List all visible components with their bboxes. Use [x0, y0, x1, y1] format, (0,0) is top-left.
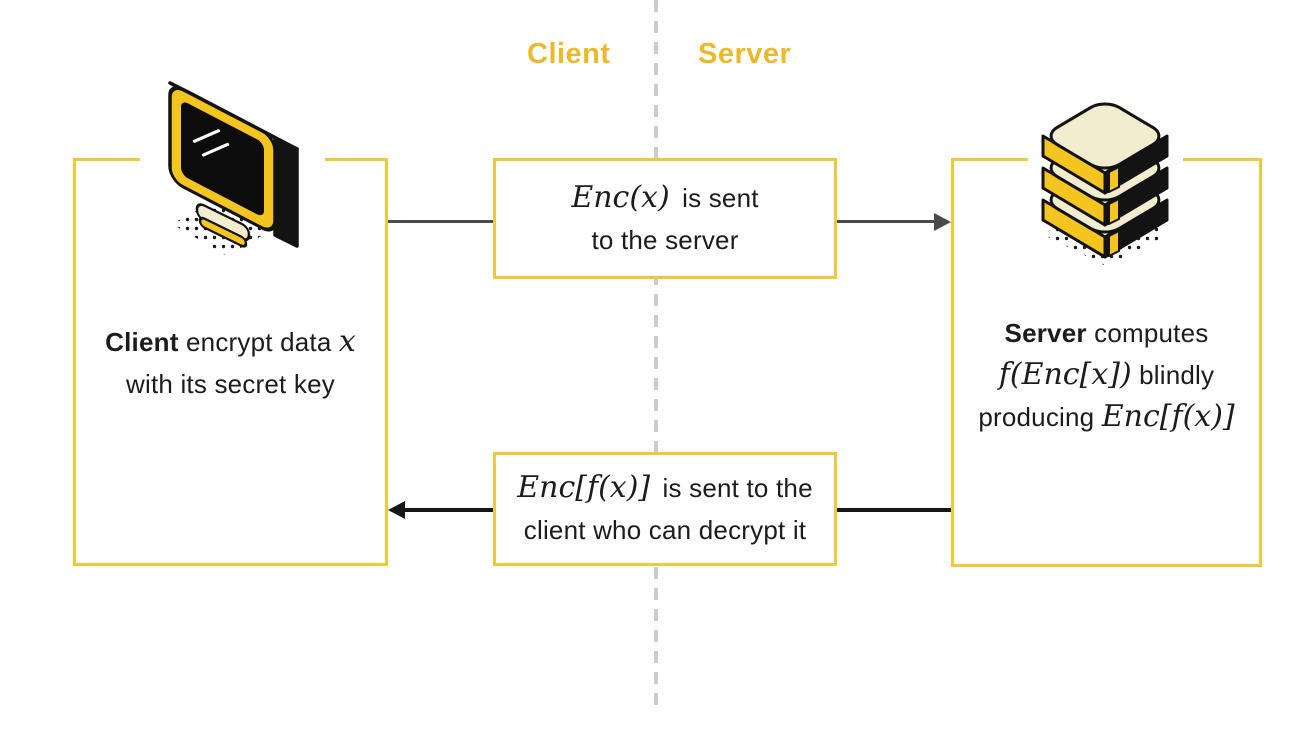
arrow-server-to-bottombox-line [837, 508, 951, 512]
bottom-message-text: Enc[f(x)] is sent to the client who can … [496, 467, 834, 551]
client-box-bold-word: Client [105, 327, 179, 357]
server-box-line2-text: blindly [1131, 360, 1215, 390]
arrow-bottombox-to-client-head [388, 501, 405, 519]
server-box-line1: Server computes [954, 313, 1259, 354]
column-label-server: Server [698, 38, 792, 70]
client-box-math-x: x [338, 324, 356, 359]
bottom-message-line1: Enc[f(x)] is sent to the [496, 467, 834, 509]
arrow-topbox-to-server-head [934, 213, 951, 231]
database-stack-icon [1028, 92, 1183, 270]
computer-monitor-icon [140, 64, 325, 262]
bottom-message-line2: client who can decrypt it [523, 515, 807, 545]
server-box-line3: producing Enc[f(x)] [954, 396, 1259, 438]
monitor-side-depth [273, 136, 299, 248]
monitor-stand [195, 203, 251, 248]
top-message-math: Enc(x) [571, 179, 670, 215]
client-box-line2: with its secret key [126, 369, 335, 399]
client-box-line1: Client encrypt data x [76, 321, 385, 363]
client-box-line1-text: encrypt data [178, 327, 339, 357]
client-box-text: Client encrypt data x with its secret ke… [76, 321, 385, 405]
top-message-line1-text: is sent [674, 182, 759, 213]
server-box-text: Server computes f(Enc[x]) blindly produc… [954, 313, 1259, 438]
client-server-divider-line [654, 0, 658, 712]
screen-reflection-lines [192, 129, 230, 157]
top-message-line1: Enc(x) is sent [496, 177, 834, 219]
arrow-bottombox-to-client-line [403, 508, 493, 512]
monitor-screen [181, 102, 264, 216]
arrow-topbox-to-server-line [837, 220, 937, 223]
top-message-text: Enc(x) is sent to the server [496, 177, 834, 261]
server-box-line3-text: producing [978, 402, 1102, 432]
database-slab-top [1041, 99, 1169, 195]
bottom-message-box: Enc[f(x)] is sent to the client who can … [493, 452, 837, 566]
top-message-box: Enc(x) is sent to the server [493, 158, 837, 279]
server-box-math-f-enc-x: f(Enc[x]) [998, 357, 1132, 392]
bottom-message-line1-text: is sent to the [655, 473, 813, 503]
server-box-math-enc-f-x: Enc[f(x)] [1101, 399, 1235, 434]
column-label-client: Client [527, 38, 611, 70]
server-box-bold-word: Server [1004, 318, 1087, 348]
server-box-line1-text: computes [1086, 318, 1209, 348]
bottom-message-math: Enc[f(x)] [517, 470, 651, 505]
monitor-front [168, 86, 277, 232]
server-box-line2: f(Enc[x]) blindly [954, 354, 1259, 396]
arrow-client-to-topbox-line [388, 220, 493, 223]
top-message-line2: to the server [591, 224, 739, 255]
